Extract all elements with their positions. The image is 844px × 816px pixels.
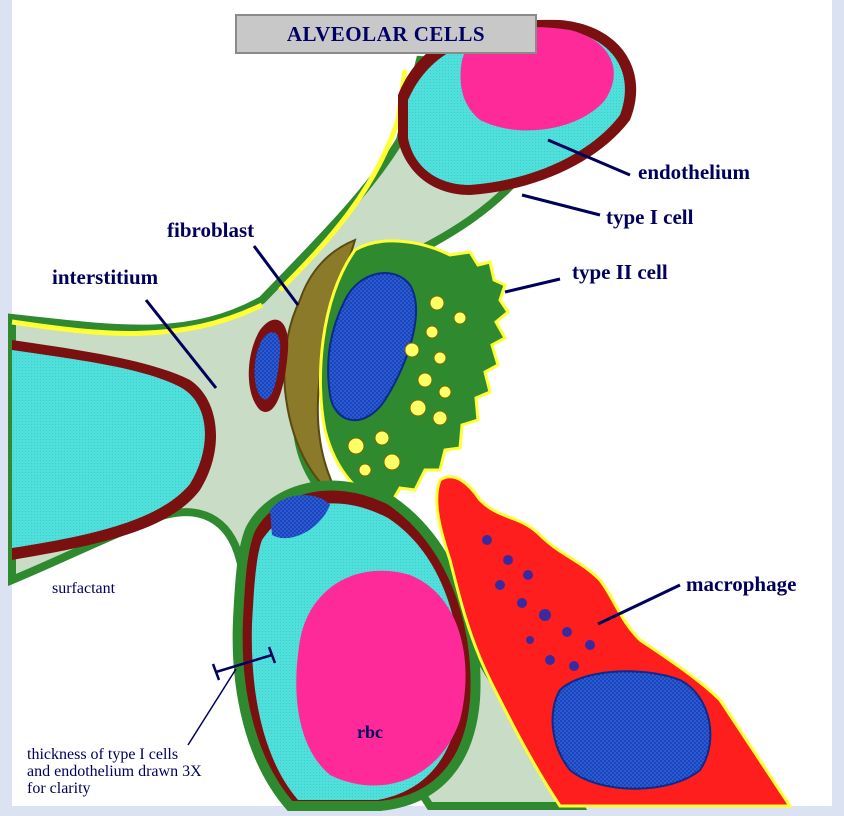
rbc-lower: [296, 571, 465, 786]
diagram-title: ALVEOLAR CELLS: [235, 14, 537, 54]
macrophage-nucleus: [553, 671, 711, 788]
label-rbc: rbc: [357, 722, 383, 743]
label-macrophage: macrophage: [686, 572, 796, 597]
label-thickness-note-3: for clarity: [27, 780, 91, 797]
label-interstitium: interstitium: [52, 265, 158, 290]
label-type-ii-cell: type II cell: [572, 260, 668, 285]
label-thickness-note-1: thickness of type I cells: [27, 746, 178, 763]
label-type-i-cell: type I cell: [606, 205, 693, 230]
label-surfactant: surfactant: [52, 580, 115, 597]
label-thickness-note-2: and endothelium drawn 3X: [27, 763, 202, 780]
label-endothelium: endothelium: [638, 160, 750, 185]
label-fibroblast: fibroblast: [167, 218, 254, 243]
